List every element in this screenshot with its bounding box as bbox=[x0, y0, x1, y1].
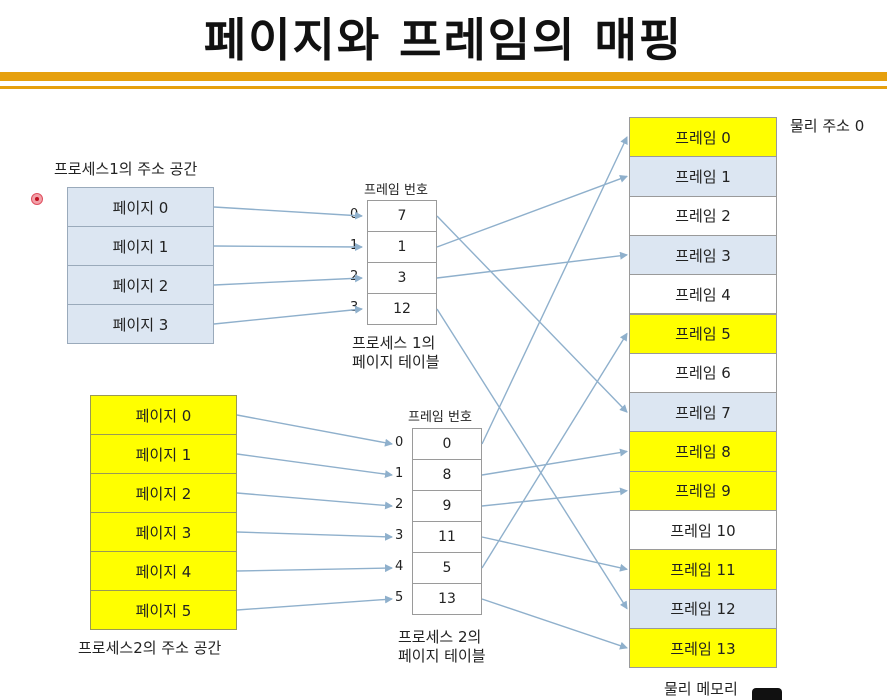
process1-page-1: 페이지 1 bbox=[67, 226, 214, 266]
memory-frame-12: 프레임 12 bbox=[629, 588, 777, 629]
page-table2-header: 프레임 번호 bbox=[408, 410, 472, 425]
memory-frame-13: 프레임 13 bbox=[629, 627, 777, 669]
p2-table-0-to-frame-arrow bbox=[481, 136, 628, 445]
p1-page-3-to-table-arrow bbox=[213, 305, 363, 325]
p2-page-0-to-table-arrow bbox=[236, 414, 393, 447]
page-table1-index-3: 3 bbox=[350, 300, 359, 315]
page-table1-index-1: 1 bbox=[350, 238, 359, 253]
p2-page-4-to-table-arrow bbox=[236, 564, 393, 573]
process2-page-2: 페이지 2 bbox=[90, 473, 237, 513]
page-table2-index-1: 1 bbox=[395, 466, 404, 481]
process2-page-1: 페이지 1 bbox=[90, 434, 237, 474]
page-table2-frame-0: 0 bbox=[412, 428, 482, 460]
page-table2-index-5: 5 bbox=[395, 590, 404, 605]
page-title: 페이지와 프레임의 매핑 bbox=[203, 13, 684, 67]
page-table1-frame-2: 3 bbox=[367, 262, 437, 294]
p2-page-3-to-table-arrow bbox=[236, 531, 393, 541]
title-underline-thick bbox=[0, 72, 887, 81]
p1-table-3-to-frame-arrow bbox=[436, 308, 628, 610]
page-table2-frame-5: 13 bbox=[412, 583, 482, 615]
page-table1-caption-line1: 프로세스 1의 bbox=[352, 334, 436, 352]
title-underline-thin bbox=[0, 86, 887, 89]
page-table1-frame-0: 7 bbox=[367, 200, 437, 232]
process2-label: 프로세스2의 주소 공간 bbox=[78, 639, 222, 657]
page-table1-caption-line2: 페이지 테이블 bbox=[352, 353, 440, 371]
page-table2-index-2: 2 bbox=[395, 497, 404, 512]
page-table2-frame-2: 9 bbox=[412, 490, 482, 522]
p1-page-0-to-table-arrow bbox=[213, 206, 363, 220]
page-table2-index-3: 3 bbox=[395, 528, 404, 543]
physical-address-0-label: 물리 주소 0 bbox=[790, 117, 865, 135]
video-overlay-corner bbox=[752, 688, 782, 700]
page-table1-header: 프레임 번호 bbox=[364, 183, 428, 198]
p2-page-1-to-table-arrow bbox=[236, 453, 393, 479]
page-table1-frame-3: 12 bbox=[367, 293, 437, 325]
p1-table-1-to-frame-arrow bbox=[436, 174, 628, 248]
memory-frame-6: 프레임 6 bbox=[629, 352, 777, 394]
page-table2-frame-3: 11 bbox=[412, 521, 482, 553]
process1-page-0: 페이지 0 bbox=[67, 187, 214, 227]
physical-memory-label: 물리 메모리 bbox=[664, 680, 738, 698]
p2-table-5-to-frame-arrow bbox=[481, 598, 628, 650]
process2-page-5: 페이지 5 bbox=[90, 590, 237, 630]
page-table2-caption-line1: 프로세스 2의 bbox=[398, 628, 482, 646]
p2-table-3-to-frame-arrow bbox=[481, 536, 628, 572]
p2-table-4-to-frame-arrow bbox=[481, 332, 628, 569]
p1-page-1-to-table-arrow bbox=[213, 242, 363, 251]
process1-label: 프로세스1의 주소 공간 bbox=[54, 160, 198, 178]
process1-page-2: 페이지 2 bbox=[67, 265, 214, 305]
page-table2-index-4: 4 bbox=[395, 559, 404, 574]
page-table2-index-0: 0 bbox=[395, 435, 404, 450]
memory-frame-8: 프레임 8 bbox=[629, 431, 777, 472]
p2-page-2-to-table-arrow bbox=[236, 492, 393, 510]
p2-table-2-to-frame-arrow bbox=[481, 487, 628, 507]
p1-table-0-to-frame-arrow bbox=[436, 215, 628, 413]
page-table2-frame-1: 8 bbox=[412, 459, 482, 491]
process2-page-3: 페이지 3 bbox=[90, 512, 237, 552]
page-table2-frame-4: 5 bbox=[412, 552, 482, 584]
memory-frame-4: 프레임 4 bbox=[629, 274, 777, 315]
page-table1-index-0: 0 bbox=[350, 207, 359, 222]
page-table1-index-2: 2 bbox=[350, 269, 359, 284]
memory-frame-5: 프레임 5 bbox=[629, 313, 777, 354]
page-table2-caption-line2: 페이지 테이블 bbox=[398, 647, 486, 665]
process1-page-3: 페이지 3 bbox=[67, 304, 214, 344]
p2-page-5-to-table-arrow bbox=[236, 595, 393, 611]
p2-table-1-to-frame-arrow bbox=[481, 448, 628, 476]
memory-frame-0: 프레임 0 bbox=[629, 117, 777, 158]
memory-frame-10: 프레임 10 bbox=[629, 510, 777, 551]
p1-page-2-to-table-arrow bbox=[213, 274, 363, 286]
p1-table-2-to-frame-arrow bbox=[436, 251, 628, 279]
mouse-cursor-indicator bbox=[31, 193, 43, 205]
process2-page-0: 페이지 0 bbox=[90, 395, 237, 435]
memory-frame-7: 프레임 7 bbox=[629, 392, 777, 433]
